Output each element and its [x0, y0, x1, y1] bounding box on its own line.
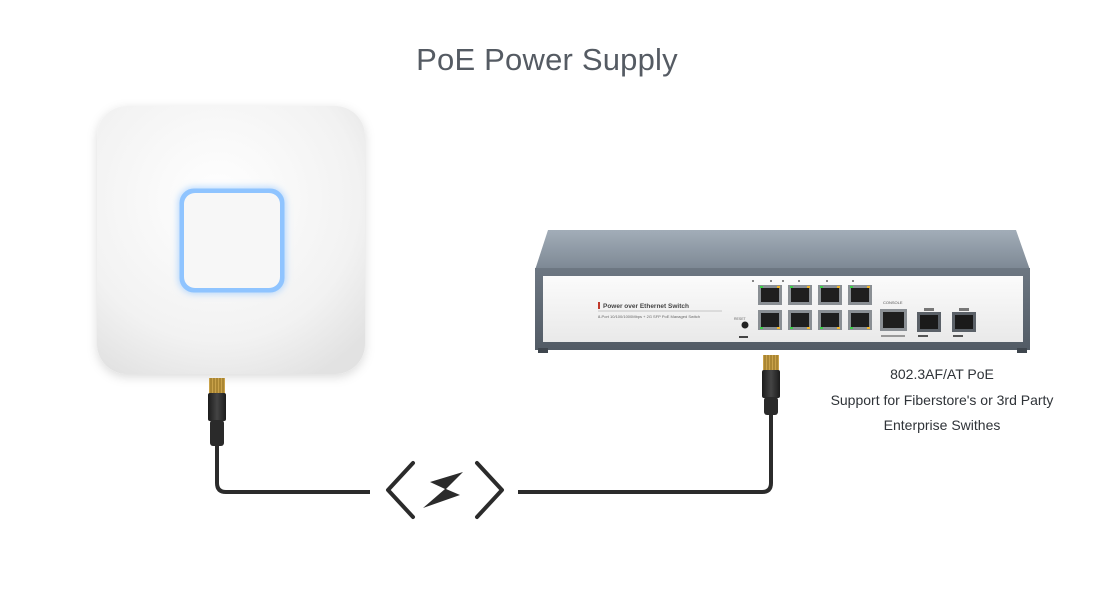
- poe-switch: Power over Ethernet Switch 8-Port 10/100…: [535, 230, 1030, 353]
- ethernet-port[interactable]: [788, 285, 812, 305]
- switch-front-panel: [543, 276, 1023, 342]
- ethernet-cable: [215, 412, 773, 494]
- sfp-port[interactable]: [952, 308, 976, 332]
- ethernet-port[interactable]: [758, 285, 782, 305]
- ethernet-port[interactable]: [848, 285, 872, 305]
- access-point-center-pad: [184, 193, 280, 288]
- access-point: [97, 106, 365, 374]
- reset-label: RESET: [734, 317, 747, 321]
- switch-top: [535, 230, 1030, 270]
- console-label: CONSOLE: [883, 300, 903, 305]
- reset-button[interactable]: [741, 321, 749, 329]
- ethernet-port-grid: [758, 285, 872, 330]
- ethernet-port[interactable]: [848, 310, 872, 330]
- chevron-left-icon: [386, 461, 415, 519]
- switch-caption: 802.3AF/AT PoE Support for Fiberstore's …: [800, 362, 1084, 439]
- caption-line-support: Support for Fiberstore's or 3rd Party: [830, 391, 1054, 408]
- ethernet-port[interactable]: [758, 310, 782, 330]
- bolt-shape: [423, 472, 463, 508]
- access-point-led-ring: [179, 188, 285, 293]
- ethernet-port[interactable]: [788, 310, 812, 330]
- rj45-plug-left: [208, 378, 226, 446]
- caption-line-standard: 802.3AF/AT PoE: [890, 366, 994, 382]
- cable-right-segment: [518, 412, 773, 494]
- cable-left-segment: [215, 445, 370, 494]
- chevron-right-icon: [475, 461, 504, 519]
- rj45-plug-right: [762, 355, 780, 415]
- ethernet-port[interactable]: [818, 285, 842, 305]
- page-title: PoE Power Supply: [416, 42, 678, 77]
- caption-line-enterprise: Enterprise Swithes: [883, 417, 1001, 433]
- sfp-port[interactable]: [917, 308, 941, 332]
- lightning-bolt-icon: [386, 461, 504, 519]
- switch-panel-title: Power over Ethernet Switch: [603, 303, 689, 310]
- switch-panel-subtitle: 8-Port 10/100/1000Mbps + 2G SFP PoE Mana…: [598, 314, 700, 319]
- ethernet-port[interactable]: [818, 310, 842, 330]
- console-port[interactable]: [880, 309, 907, 331]
